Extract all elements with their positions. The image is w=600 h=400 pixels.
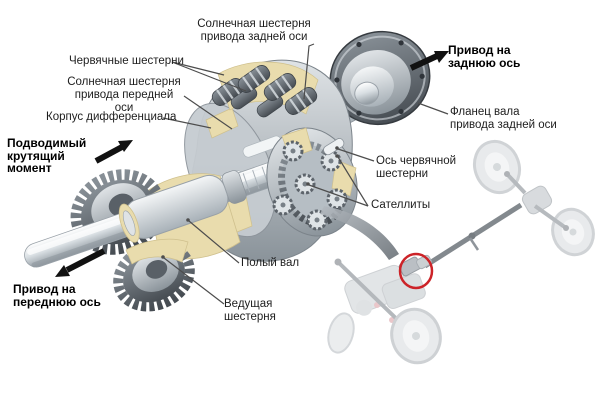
rear-drive-arrow-icon bbox=[409, 51, 449, 71]
leader-dots bbox=[161, 146, 339, 259]
leader-lines bbox=[162, 43, 449, 305]
label-front-drive: Привод на переднюю ось bbox=[13, 282, 101, 309]
label-rear-drive: Привод на заднюю ось bbox=[448, 43, 521, 70]
front-drive-gear bbox=[113, 238, 195, 312]
worm-gear-axis-pin bbox=[323, 138, 345, 156]
flange-bolt-holes bbox=[334, 40, 425, 116]
hollow-shaft-sleeve bbox=[118, 174, 229, 243]
front-drive-arrow-icon bbox=[55, 248, 106, 277]
label-diff-housing: Корпус дифференциала bbox=[46, 111, 177, 123]
car-drivetrain-inset bbox=[327, 139, 595, 365]
rear-axle-flange bbox=[329, 30, 431, 126]
swoosh-connector bbox=[320, 206, 399, 260]
label-input-torque: Подводимый крутящий момент bbox=[7, 136, 87, 175]
label-satellites: Сателлиты bbox=[371, 199, 431, 211]
label-sun-gear-rear: Солнечная шестерня привода задней оси bbox=[197, 18, 311, 43]
red-circle-highlight bbox=[398, 252, 434, 290]
front-axle-shaft bbox=[24, 154, 307, 268]
label-hollow-shaft: Полый вал bbox=[241, 257, 300, 269]
label-worm-gears: Червячные шестерни bbox=[69, 55, 184, 67]
propeller-shaft bbox=[398, 202, 523, 277]
label-sun-gear-front: Солнечная шестерня привода передней оси bbox=[67, 76, 181, 114]
label-worm-axis: Ось червячной шестерни bbox=[376, 155, 457, 180]
worm-gears bbox=[211, 61, 319, 118]
input-torque-arrow-icon bbox=[94, 140, 133, 164]
label-flange: Фланец вала привода задней оси bbox=[450, 106, 557, 131]
label-drive-gear: Ведущая шестерня bbox=[224, 298, 276, 323]
